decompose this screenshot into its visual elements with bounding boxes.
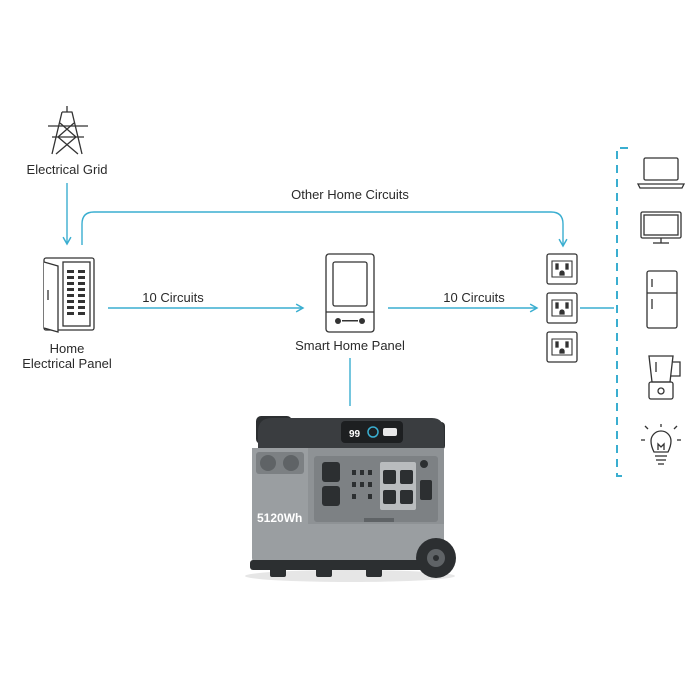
grid-label: Electrical Grid xyxy=(26,162,108,177)
home-panel-label: Home Electrical Panel xyxy=(22,341,112,371)
smart-panel-label: Smart Home Panel xyxy=(295,338,405,353)
other-circuits-label: Other Home Circuits xyxy=(291,187,409,202)
appliance-bracket xyxy=(616,147,628,477)
home-panel-label-line2: Electrical Panel xyxy=(22,356,112,371)
other-circuits-arrow xyxy=(81,211,568,248)
left-circuits-label: 10 Circuits xyxy=(142,290,204,305)
right-circuits-label: 10 Circuits xyxy=(443,290,505,305)
home-panel-label-line1: Home xyxy=(49,341,85,356)
